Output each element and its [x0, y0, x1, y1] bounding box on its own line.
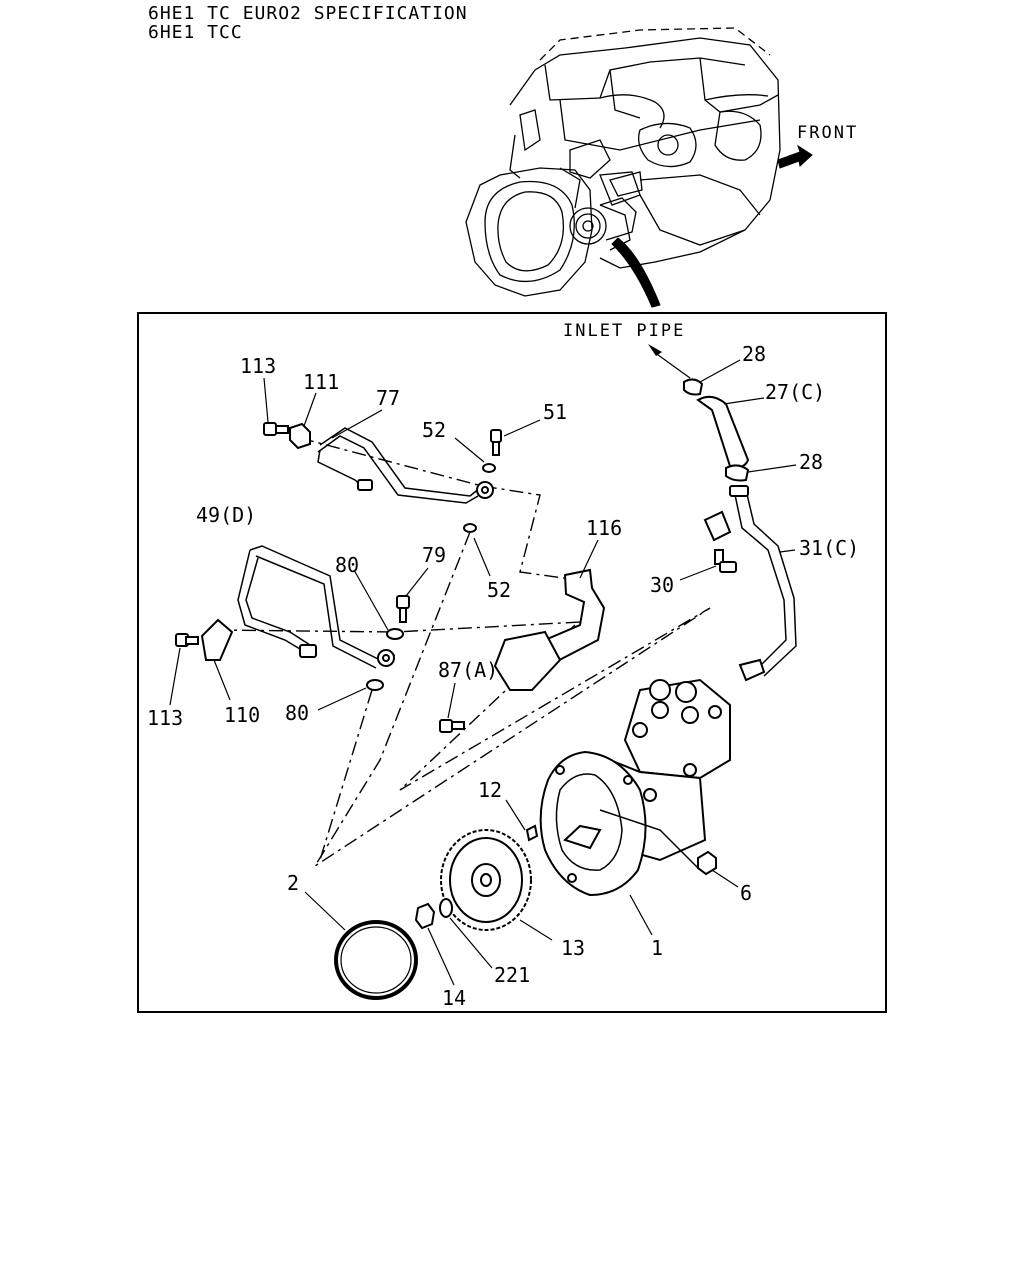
callout-1: 1 [651, 936, 663, 960]
callout-116: 116 [586, 516, 622, 540]
part-79-bolt [396, 595, 410, 623]
callout-14: 14 [442, 986, 466, 1010]
part-51-bolt [490, 429, 502, 456]
callout-leader-lines [169, 359, 797, 986]
part-113-bolt-top [263, 422, 289, 436]
inlet-pipe-label: INLET PIPE [563, 321, 685, 341]
callout-79: 79 [422, 543, 446, 567]
callout-113-left: 113 [147, 706, 183, 730]
front-label: FRONT [797, 123, 858, 143]
callout-52-top: 52 [422, 418, 446, 442]
part-13-gear [440, 829, 532, 931]
part-2-o-ring [334, 920, 418, 1000]
callout-13: 13 [561, 936, 585, 960]
callout-31c: 31(C) [799, 536, 859, 560]
callout-111: 111 [303, 370, 339, 394]
part-28-clamp-lower [725, 464, 750, 482]
header-line-1: 6HE1 TC EURO2 SPECIFICATION [148, 3, 468, 24]
part-221-washer [439, 898, 453, 918]
part-49-pipe [237, 545, 396, 669]
part-80-washer-upper [386, 628, 404, 640]
callout-49d: 49(D) [196, 503, 256, 527]
pipe-bracket [703, 510, 732, 542]
part-52-washer-top [482, 463, 496, 473]
part-27-hose [696, 395, 750, 469]
detail-frame [137, 312, 887, 1013]
part-110-clip [200, 618, 234, 661]
part-31-pipe [729, 485, 797, 682]
header-line-2: 6HE1 TCC [148, 22, 243, 43]
callout-77: 77 [376, 386, 400, 410]
callout-27c: 27(C) [765, 380, 825, 404]
part-52-washer-lower [463, 523, 477, 533]
callout-80-upper: 80 [335, 553, 359, 577]
callout-110: 110 [224, 703, 260, 727]
part-12-key [525, 824, 539, 842]
part-6-nut [697, 850, 717, 876]
callout-6: 6 [740, 881, 752, 905]
front-direction-indicator: FRONT [777, 123, 858, 169]
part-87-shield [493, 630, 562, 691]
front-arrow-icon [777, 144, 813, 169]
callout-87a: 87(A) [438, 658, 498, 682]
callout-12: 12 [478, 778, 502, 802]
part-14-nut [414, 902, 436, 930]
callout-28-top: 28 [742, 342, 766, 366]
part-111-clip [289, 422, 311, 450]
detail-pointer-arrow [611, 237, 661, 308]
callout-28-lower: 28 [799, 450, 823, 474]
callout-2: 2 [287, 871, 299, 895]
part-80-washer-lower [366, 679, 384, 691]
inlet-pipe-arrow-icon [648, 344, 662, 356]
callout-113-top: 113 [240, 354, 276, 378]
part-1-air-compressor [539, 678, 731, 897]
callout-labels: 113 111 77 52 51 28 27(C) 28 49(D) 116 8… [147, 342, 859, 1010]
assembly-relation-lines [214, 437, 711, 867]
callout-80-lower: 80 [285, 701, 309, 725]
part-28-clamp-top [683, 378, 704, 396]
part-77-pipe [317, 427, 494, 504]
callout-221: 221 [494, 963, 530, 987]
part-113-bolt-left [175, 633, 199, 647]
callout-51: 51 [543, 400, 567, 424]
part-30-bolt [714, 549, 737, 573]
part-87-bolt [439, 719, 465, 733]
engine-overview-illustration [465, 27, 781, 308]
callout-30: 30 [650, 573, 674, 597]
callout-52-lower: 52 [487, 578, 511, 602]
